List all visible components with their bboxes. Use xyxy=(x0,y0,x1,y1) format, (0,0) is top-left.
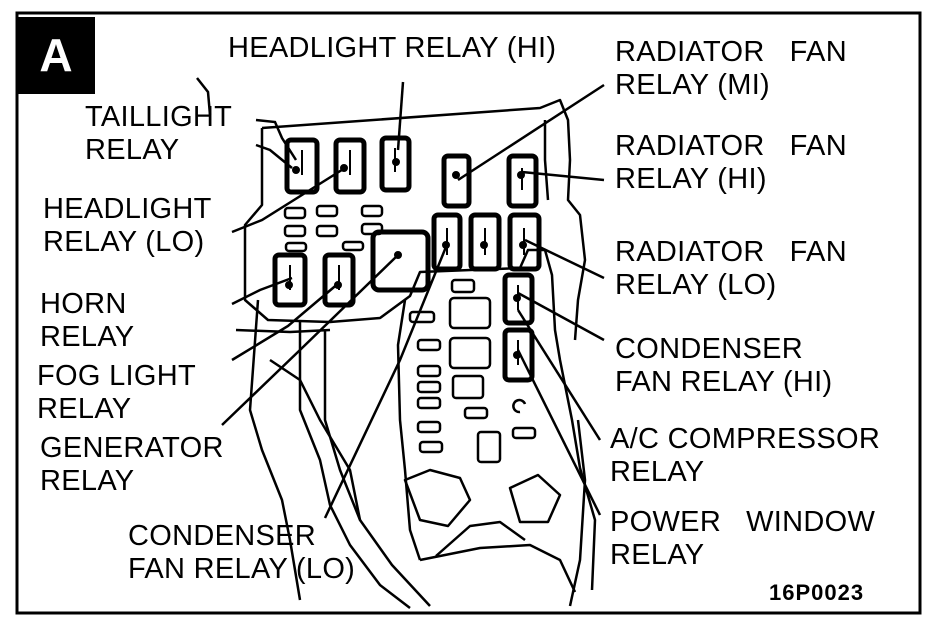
label-condenser-fan-relay-hi-line2: FAN RELAY (HI) xyxy=(615,366,833,398)
fuse xyxy=(341,240,365,252)
relays xyxy=(272,135,542,383)
headlight-relay-hi-body xyxy=(379,135,412,193)
relay-box-center-relay-body xyxy=(468,212,502,272)
leader-lines xyxy=(196,77,605,519)
stray-mark xyxy=(196,77,212,116)
fuse-large xyxy=(451,374,485,400)
fuse xyxy=(463,406,489,420)
label-horn-relay-line2: RELAY xyxy=(40,321,135,353)
label-power-window-relay-line2: RELAY xyxy=(610,539,705,571)
leader-taillight-relay xyxy=(255,118,298,161)
fuse xyxy=(283,224,307,238)
fuse xyxy=(511,426,537,440)
label-power-window-relay-line1: POWER WINDOW xyxy=(610,506,876,538)
label-taillight-relay-line2: RELAY xyxy=(85,134,180,166)
fuse xyxy=(450,278,476,294)
fuse xyxy=(416,338,442,352)
leader-ac-compressor-relay xyxy=(516,309,602,441)
leader-power-window-relay xyxy=(516,349,602,516)
fuse xyxy=(416,420,442,434)
spare-clip xyxy=(512,398,527,414)
leader-headlight-relay-lo xyxy=(231,166,346,234)
leader-radiator-fan-relay-hi xyxy=(521,170,605,182)
radiator-fan-relay-lo-body xyxy=(507,212,542,272)
fuse-large xyxy=(448,336,492,370)
fuse xyxy=(284,241,308,253)
condenser-fan-relay-lo-body xyxy=(431,212,463,272)
taillight-relay-body xyxy=(284,137,320,195)
fuse xyxy=(360,204,384,218)
fuse xyxy=(315,224,339,238)
label-radiator-fan-relay-lo-line2: RELAY (LO) xyxy=(615,269,777,301)
leader-condenser-fan-relay-lo xyxy=(323,241,450,519)
leader-taillight-relay-2 xyxy=(255,143,293,169)
label-taillight-relay-line1: TAILLIGHT xyxy=(85,101,233,133)
label-headlight-relay-hi: HEADLIGHT RELAY (HI) xyxy=(228,32,557,64)
leader-radiator-fan-relay-lo xyxy=(524,238,605,280)
label-radiator-fan-relay-lo-line1: RADIATOR FAN xyxy=(615,236,847,268)
leader-headlight-relay-hi xyxy=(396,81,405,151)
leader-fog-light-relay xyxy=(231,281,341,362)
relay-terminals xyxy=(285,148,527,365)
fog-light-relay-body xyxy=(322,252,356,308)
relay-box-housing xyxy=(235,98,597,609)
label-condenser-fan-relay-hi-line1: CONDENSER xyxy=(615,333,803,365)
fuse xyxy=(418,440,444,454)
figure-code: 16P0023 xyxy=(769,580,865,605)
generator-relay-body xyxy=(370,229,431,293)
fuse xyxy=(283,206,307,220)
ac-compressor-relay-body xyxy=(502,327,535,383)
leader-generator-relay xyxy=(221,254,399,426)
label-ac-compressor-relay-line2: RELAY xyxy=(610,456,705,488)
fuse xyxy=(416,396,442,410)
label-condenser-fan-relay-lo-line2: FAN RELAY (LO) xyxy=(128,553,356,585)
label-headlight-relay-lo-line2: RELAY (LO) xyxy=(43,226,205,258)
label-radiator-fan-relay-mi-line1: RADIATOR FAN xyxy=(615,36,847,68)
leader-radiator-fan-relay-mi xyxy=(457,83,605,182)
label-fog-light-relay-line2: RELAY xyxy=(37,393,132,425)
fuse-large xyxy=(476,430,502,464)
label-radiator-fan-relay-hi-line1: RADIATOR FAN xyxy=(615,130,847,162)
label-generator-relay-line1: GENERATOR xyxy=(40,432,224,464)
radiator-fan-relay-hi-body xyxy=(506,153,539,209)
leader-condenser-fan-relay-hi xyxy=(517,291,605,342)
figure-frame xyxy=(15,11,922,615)
label-condenser-fan-relay-lo-line1: CONDENSER xyxy=(128,520,316,552)
headlight-relay-lo-body xyxy=(333,137,367,195)
fuse xyxy=(360,222,384,236)
radiator-fan-relay-mi-body xyxy=(441,153,472,209)
label-radiator-fan-relay-hi-line2: RELAY (HI) xyxy=(615,163,767,195)
label-horn-relay-line1: HORN xyxy=(40,288,127,320)
horn-relay-body xyxy=(272,252,308,308)
leader-horn-relay xyxy=(231,276,293,306)
fuse xyxy=(408,310,436,324)
figure-badge: A xyxy=(17,17,95,94)
fuses xyxy=(283,204,537,464)
label-fog-light-relay-line1: FOG LIGHT xyxy=(37,360,196,392)
fuse-large xyxy=(448,296,492,330)
label-ac-compressor-relay-line1: A/C COMPRESSOR xyxy=(610,423,881,455)
condenser-fan-relay-hi-body xyxy=(502,272,535,326)
fuse xyxy=(416,364,442,378)
label-generator-relay-line2: RELAY xyxy=(40,465,135,497)
fuse xyxy=(416,380,442,394)
fuse xyxy=(315,204,339,218)
label-radiator-fan-relay-mi-line2: RELAY (MI) xyxy=(615,69,771,101)
label-headlight-relay-lo-line1: HEADLIGHT xyxy=(43,193,212,225)
